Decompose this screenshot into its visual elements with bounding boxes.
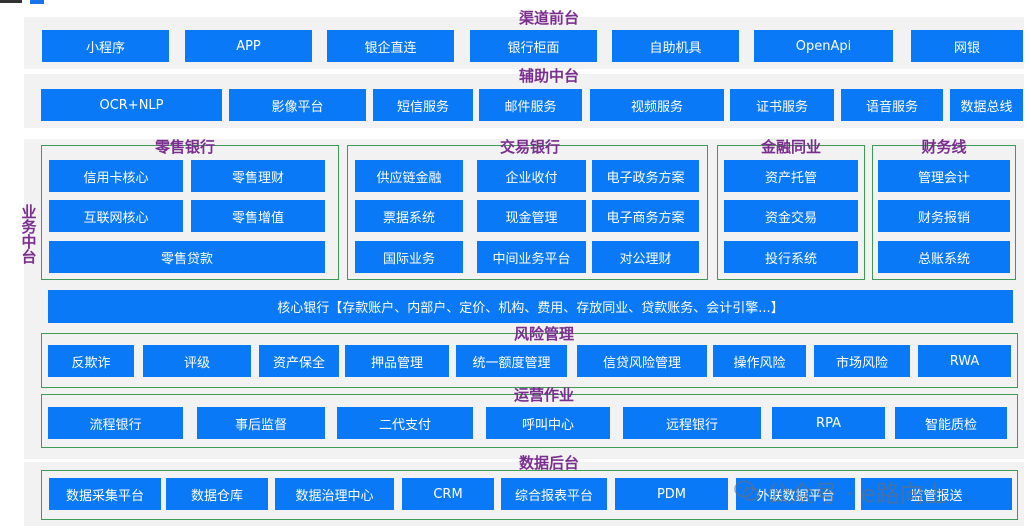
interbank-custody: 资产托管: [724, 160, 858, 192]
risk-collateral: 押品管理: [345, 345, 449, 377]
risk-operational: 操作风险: [713, 345, 806, 377]
trade-egov-solution: 电子政务方案: [592, 160, 699, 192]
ops-group-title: 运营作业: [513, 386, 574, 404]
trade-enterprise-payment: 企业收付: [477, 160, 586, 192]
retail-credit-card-core: 信用卡核心: [49, 160, 183, 192]
channel-layer-title: 渠道前台: [518, 9, 579, 27]
data-group: [41, 470, 1018, 520]
assist-image-platform: 影像平台: [229, 89, 366, 121]
assist-data-bus: 数据总线: [950, 89, 1023, 121]
trade-international: 国际业务: [355, 241, 463, 273]
risk-rating: 评级: [143, 345, 251, 377]
wechat-icon: [734, 480, 760, 501]
data-layer-title: 数据后台: [518, 454, 579, 472]
data-governance-center: 数据治理中心: [275, 478, 394, 510]
retail-group-title: 零售银行: [154, 138, 215, 156]
data-collection-platform: 数据采集平台: [49, 478, 161, 510]
interbank-investment-bank: 投行系统: [724, 241, 858, 273]
watermark: 公众号 · e路向上: [734, 474, 1031, 508]
trade-group: [347, 145, 708, 280]
data-crm: CRM: [402, 478, 494, 510]
trade-ecommerce-solution: 电子商务方案: [592, 200, 699, 232]
corner-mark-blue: [30, 0, 44, 4]
retail-internet-core: 互联网核心: [49, 200, 183, 232]
retail-value-added: 零售增值: [191, 200, 325, 232]
trade-intermediary-platform: 中间业务平台: [477, 241, 586, 273]
trade-corporate-wealth: 对公理财: [592, 241, 699, 273]
channel-openapi: OpenApi: [754, 30, 893, 62]
ops-process-banking: 流程银行: [48, 407, 183, 439]
channel-self-service: 自助机具: [612, 30, 739, 62]
trade-cash-management: 现金管理: [477, 200, 586, 232]
data-pdm: PDM: [615, 478, 728, 510]
ops-second-gen-payment: 二代支付: [337, 407, 473, 439]
channel-miniprogram: 小程序: [42, 30, 169, 62]
risk-anti-fraud: 反欺诈: [48, 345, 134, 377]
assist-mail: 邮件服务: [479, 89, 582, 121]
ops-smart-quality-check: 智能质检: [895, 407, 1007, 439]
ops-post-supervision: 事后监督: [197, 407, 325, 439]
corner-mark-dark: [0, 0, 22, 3]
interbank-group-title: 金融同业: [760, 138, 821, 156]
interbank-fund-trading: 资金交易: [724, 200, 858, 232]
assist-voice: 语音服务: [841, 89, 943, 121]
retail-group: [41, 145, 339, 280]
finance-management-accounting: 管理会计: [878, 160, 1010, 192]
ops-group: [41, 394, 1018, 448]
assist-ocr-nlp: OCR+NLP: [41, 89, 222, 121]
watermark-text: 公众号 · e路向上: [766, 479, 948, 508]
channel-ebank: 网银: [911, 30, 1023, 62]
risk-group: [41, 333, 1018, 388]
trade-group-title: 交易银行: [499, 138, 560, 156]
assist-video: 视频服务: [590, 89, 724, 121]
ops-remote-banking: 远程银行: [623, 407, 761, 439]
assist-sms: 短信服务: [373, 89, 473, 121]
assist-certificate: 证书服务: [730, 89, 834, 121]
trade-supply-chain: 供应链金融: [355, 160, 463, 192]
assist-layer-title: 辅助中台: [518, 67, 579, 85]
channel-bank-enterprise: 银企直连: [327, 30, 454, 62]
risk-unified-credit-limit: 统一额度管理: [456, 345, 567, 377]
data-external-platform: 外联数据平台: [736, 478, 855, 510]
finance-reimbursement: 财务报销: [878, 200, 1010, 232]
ops-rpa: RPA: [772, 407, 885, 439]
risk-group-title: 风险管理: [513, 325, 574, 343]
risk-asset-preservation: 资产保全: [259, 345, 339, 377]
risk-credit-risk: 信贷风险管理: [577, 345, 707, 377]
retail-wealth: 零售理财: [191, 160, 325, 192]
retail-loan: 零售贷款: [49, 241, 325, 273]
finance-general-ledger: 总账系统: [878, 241, 1010, 273]
channel-app: APP: [185, 30, 312, 62]
data-regulatory-report: 监管报送: [861, 478, 1012, 510]
core-banking: 核心银行【存款账户、内部户、定价、机构、费用、存放同业、贷款账务、会计引擎...…: [48, 290, 1013, 323]
risk-rwa: RWA: [918, 345, 1011, 377]
ops-call-center: 呼叫中心: [486, 407, 610, 439]
channel-counter: 银行柜面: [470, 30, 597, 62]
business-layer-title: 业务中台: [21, 203, 37, 266]
trade-bill-system: 票据系统: [355, 200, 463, 232]
finance-group-title: 财务线: [921, 138, 967, 156]
data-warehouse: 数据仓库: [166, 478, 268, 510]
finance-group: [872, 145, 1016, 280]
risk-market: 市场风险: [814, 345, 910, 377]
interbank-group: [717, 145, 865, 280]
data-report-platform: 综合报表平台: [501, 478, 607, 510]
